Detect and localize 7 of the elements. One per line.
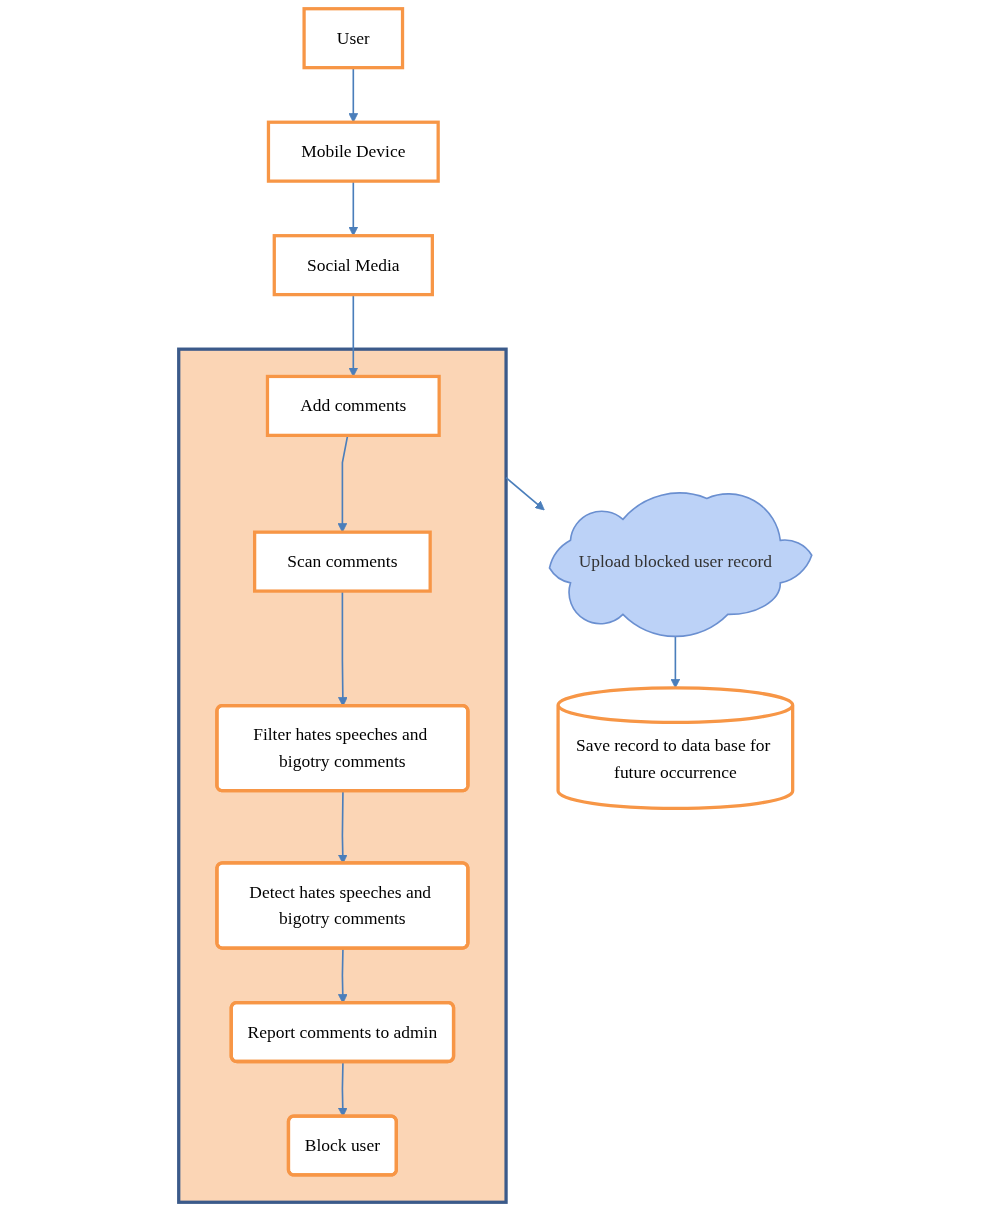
- node-box: Mobile Device: [266, 120, 440, 183]
- cluster: [176, 347, 508, 1204]
- node-box: Social Media: [272, 234, 434, 297]
- node-box: Scan comments: [252, 530, 432, 593]
- arrow: [505, 476, 545, 511]
- node-box: Add comments: [265, 374, 441, 437]
- node-box: User: [302, 7, 404, 70]
